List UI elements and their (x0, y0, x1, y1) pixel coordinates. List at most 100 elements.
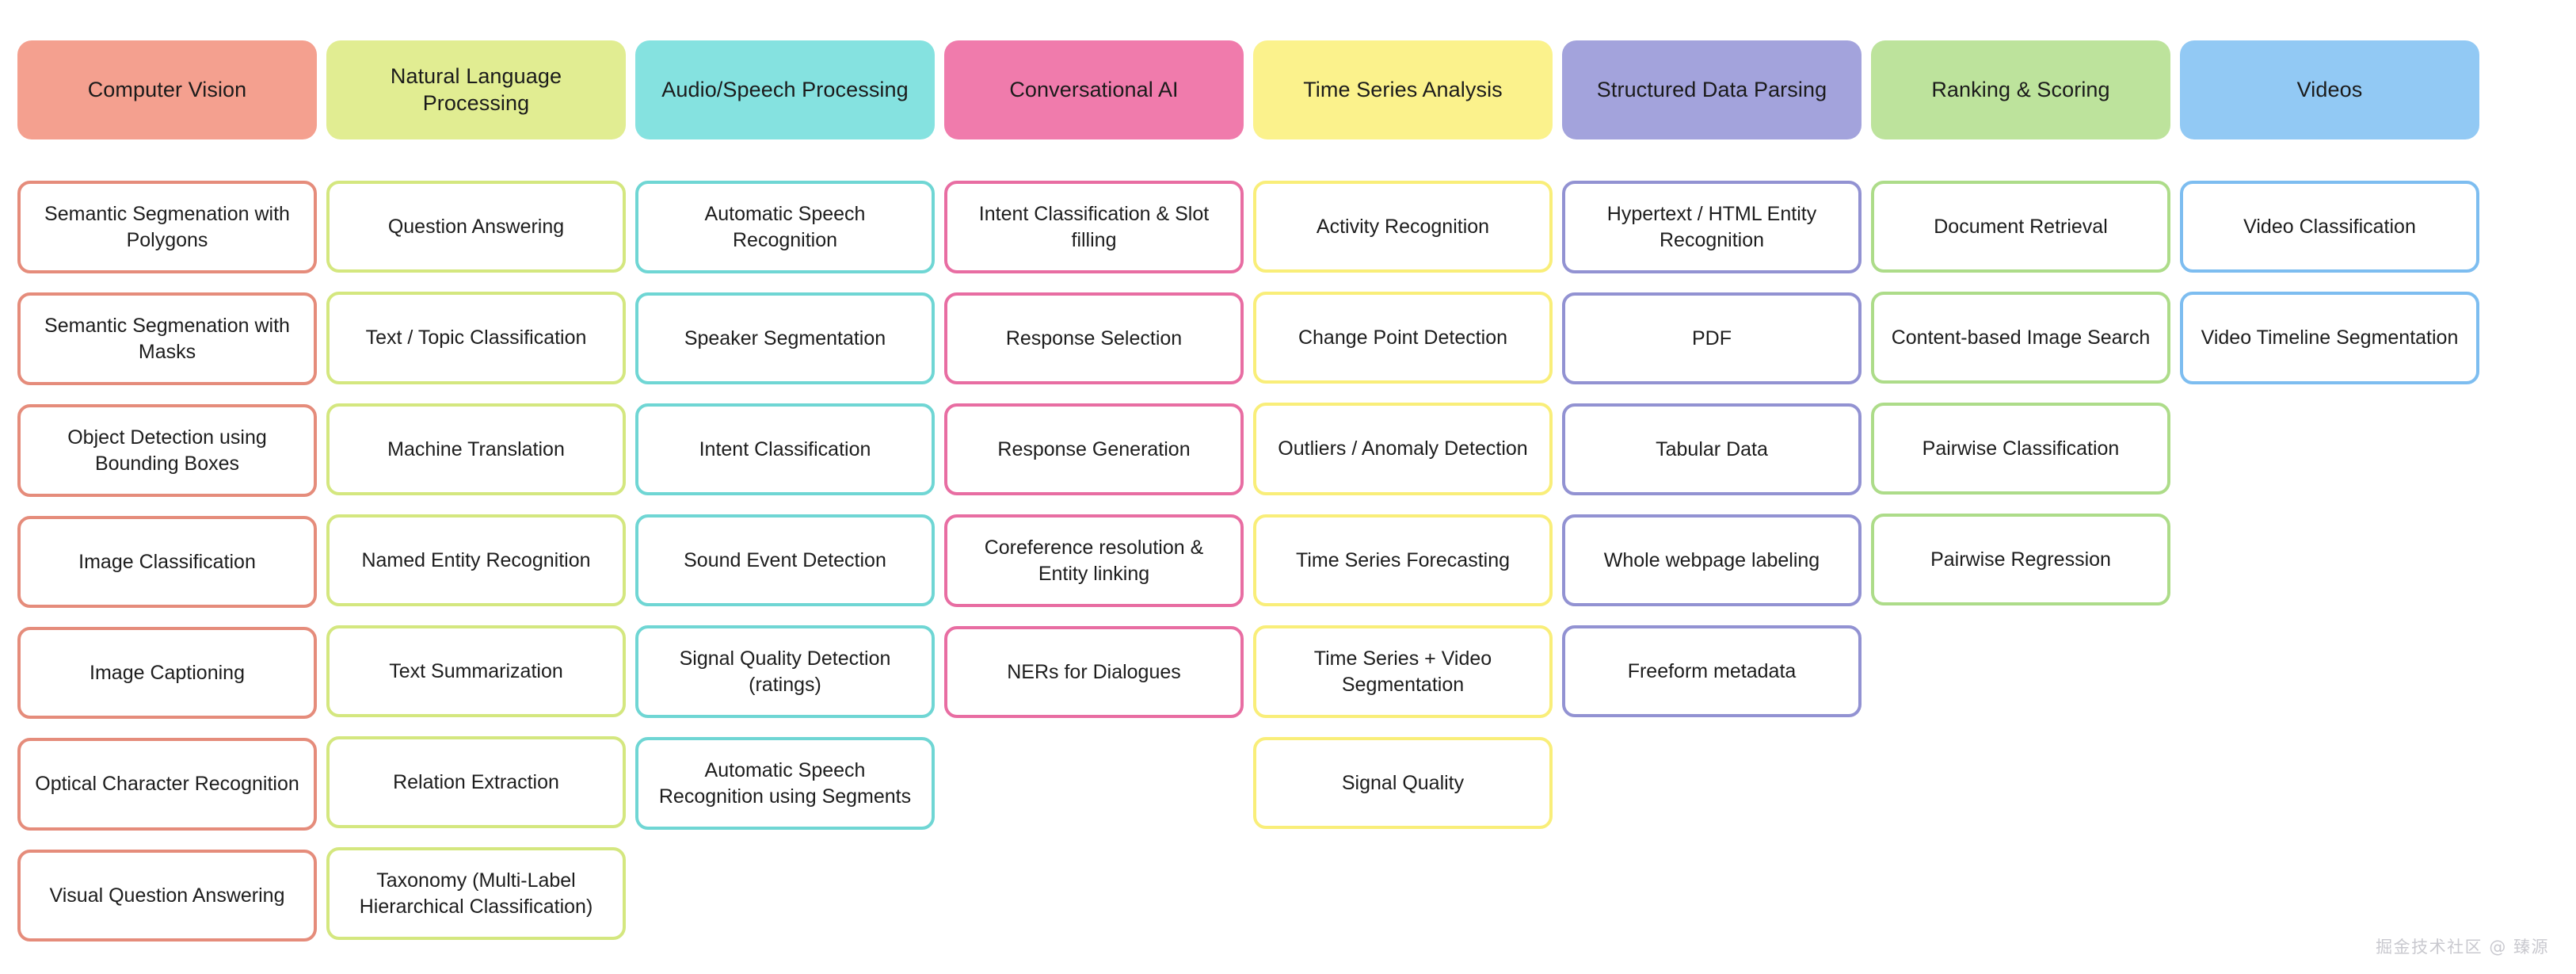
task-card[interactable]: Response Generation (944, 403, 1244, 495)
task-card[interactable]: Semantic Segmenation with Polygons (17, 181, 317, 273)
task-card[interactable]: Visual Question Answering (17, 850, 317, 942)
task-card-label: Whole webpage labeling (1603, 548, 1820, 571)
task-card-label: Intent Classification (699, 437, 871, 460)
task-card-label: Object Detection using Bounding Boxes (67, 426, 267, 475)
watermark: 掘金技术社区 @ 臻源 (2376, 938, 2549, 957)
task-card-label: Visual Question Answering (49, 884, 285, 907)
task-card-label: Speaker Segmentation (684, 327, 886, 349)
category-header-label: Conversational AI (1009, 77, 1179, 101)
category-header[interactable]: Ranking & Scoring (1871, 40, 2170, 139)
task-card[interactable]: Question Answering (326, 181, 626, 273)
task-card[interactable]: Image Classification (17, 516, 317, 608)
task-card[interactable]: Taxonomy (Multi-Label Hierarchical Class… (326, 847, 626, 940)
task-card[interactable]: Image Captioning (17, 627, 317, 719)
category-header-label: Structured Data Parsing (1596, 77, 1827, 101)
category-header[interactable]: Structured Data Parsing (1562, 40, 1862, 139)
task-card[interactable]: Semantic Segmenation with Masks (17, 292, 317, 385)
task-card[interactable]: Tabular Data (1562, 403, 1862, 495)
category-header[interactable]: Conversational AI (944, 40, 1244, 139)
task-card[interactable]: Intent Classification & Slot filling (944, 181, 1244, 273)
task-card[interactable]: Named Entity Recognition (326, 514, 626, 606)
task-card[interactable]: Time Series + Video Segmentation (1253, 625, 1553, 718)
task-card-label: Optical Character Recognition (35, 773, 299, 795)
task-card-label: Content-based Image Search (1891, 326, 2151, 349)
task-card-label: PDF (1692, 327, 1732, 349)
task-card-label: Time Series Forecasting (1296, 548, 1510, 571)
task-card-label: Question Answering (387, 215, 565, 238)
task-card[interactable]: Response Selection (944, 292, 1244, 384)
category-header[interactable]: Videos (2180, 40, 2479, 139)
task-card[interactable]: Coreference resolution & Entity linking (944, 514, 1244, 607)
task-card[interactable]: Optical Character Recognition (17, 738, 317, 831)
task-card-label: Sound Event Detection (684, 548, 886, 571)
category-header-label: Ranking & Scoring (1931, 77, 2110, 101)
task-card[interactable]: Activity Recognition (1253, 181, 1553, 273)
category-header[interactable]: Time Series Analysis (1253, 40, 1553, 139)
task-card-label: Intent Classification & Slot filling (978, 202, 1210, 251)
task-card[interactable]: Sound Event Detection (635, 514, 935, 606)
task-card-label: Named Entity Recognition (361, 548, 591, 571)
task-card-label: Automatic Speech Recognition using Segme… (658, 758, 912, 808)
category-header-label: Time Series Analysis (1303, 77, 1503, 101)
task-card[interactable]: Document Retrieval (1871, 181, 2170, 273)
task-card[interactable]: Hypertext / HTML Entity Recognition (1562, 181, 1862, 273)
category-header[interactable]: Computer Vision (17, 40, 317, 139)
task-card-label: Response Selection (1005, 327, 1183, 349)
task-card-label: Text / Topic Classification (365, 327, 587, 349)
task-card-label: Outliers / Anomaly Detection (1278, 437, 1528, 460)
category-header[interactable]: Audio/Speech Processing (635, 40, 935, 139)
task-card[interactable]: PDF (1562, 292, 1862, 384)
task-card-label: Coreference resolution & Entity linking (984, 536, 1204, 585)
task-card[interactable]: Object Detection using Bounding Boxes (17, 404, 317, 497)
task-card-label: Semantic Segmenation with Polygons (44, 202, 290, 251)
task-card[interactable]: Signal Quality (1253, 737, 1553, 829)
task-card[interactable]: Automatic Speech Recognition (635, 181, 935, 273)
task-card[interactable]: Automatic Speech Recognition using Segme… (635, 737, 935, 830)
task-card[interactable]: Freeform metadata (1562, 625, 1862, 717)
task-card-label: Image Classification (78, 550, 256, 573)
category-header[interactable]: Natural Language Processing (326, 40, 626, 139)
task-card[interactable]: Machine Translation (326, 403, 626, 495)
task-card[interactable]: Relation Extraction (326, 736, 626, 828)
category-header-label: Natural Language Processing (390, 63, 562, 115)
task-card-label: Response Generation (997, 437, 1191, 460)
category-header-label: Videos (2296, 77, 2363, 101)
task-card-label: Taxonomy (Multi-Label Hierarchical Class… (359, 869, 593, 918)
task-card[interactable]: Time Series Forecasting (1253, 514, 1553, 606)
task-card-label: Image Captioning (90, 661, 245, 684)
task-card-label: Automatic Speech Recognition (704, 202, 866, 251)
task-card-label: Time Series + Video Segmentation (1313, 647, 1492, 696)
category-header-label: Audio/Speech Processing (661, 77, 909, 101)
task-card-label: NERs for Dialogues (1007, 660, 1181, 683)
task-card[interactable]: Change Point Detection (1253, 292, 1553, 384)
task-card[interactable]: Outliers / Anomaly Detection (1253, 403, 1553, 495)
task-card[interactable]: Video Timeline Segmentation (2180, 292, 2479, 384)
task-card[interactable]: Content-based Image Search (1871, 292, 2170, 384)
task-card-label: Hypertext / HTML Entity Recognition (1606, 202, 1817, 251)
task-card[interactable]: Speaker Segmentation (635, 292, 935, 384)
task-card-label: Video Classification (2243, 215, 2416, 238)
task-card[interactable]: Video Classification (2180, 181, 2479, 273)
task-card[interactable]: Whole webpage labeling (1562, 514, 1862, 606)
task-card-label: Document Retrieval (1934, 215, 2108, 238)
task-card-label: Signal Quality (1341, 771, 1465, 794)
task-card[interactable]: Intent Classification (635, 403, 935, 495)
task-card-label: Change Point Detection (1298, 326, 1508, 349)
task-card[interactable]: Pairwise Regression (1871, 514, 2170, 605)
task-card[interactable]: Signal Quality Detection (ratings) (635, 625, 935, 718)
task-card[interactable]: Text / Topic Classification (326, 292, 626, 384)
task-card[interactable]: Pairwise Classification (1871, 403, 2170, 495)
task-card-label: Video Timeline Segmentation (2201, 327, 2459, 349)
task-card-label: Pairwise Regression (1930, 548, 2111, 571)
task-card[interactable]: NERs for Dialogues (944, 626, 1244, 718)
task-card[interactable]: Text Summarization (326, 625, 626, 717)
